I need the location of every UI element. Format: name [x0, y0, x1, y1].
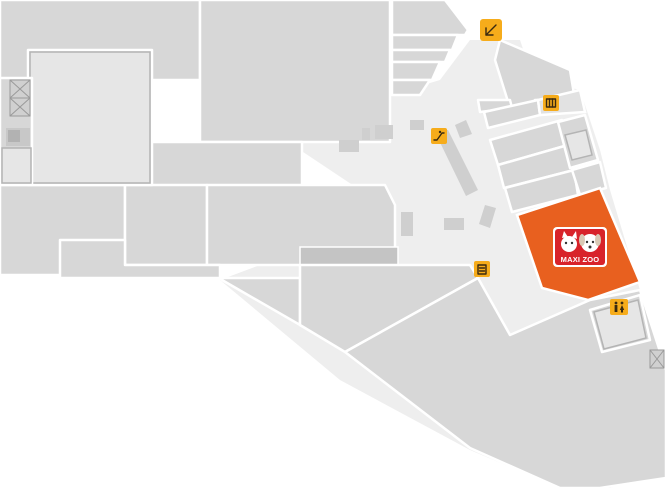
- maxi-zoo-logo: MAXI ZOO: [553, 227, 607, 267]
- kiosk[interactable]: [444, 218, 464, 230]
- kiosk[interactable]: [375, 125, 393, 139]
- kiosk[interactable]: [455, 120, 472, 138]
- escalator-icon[interactable]: [431, 128, 447, 144]
- info-icon[interactable]: [474, 261, 490, 277]
- atm-icon[interactable]: [543, 95, 559, 111]
- escalator-block[interactable]: [434, 130, 478, 196]
- kiosk[interactable]: [339, 140, 359, 152]
- west-stores: [0, 0, 397, 280]
- kiosks: [339, 120, 496, 236]
- kiosk[interactable]: [479, 205, 496, 228]
- store-unit[interactable]: [570, 160, 608, 197]
- store-unit[interactable]: [343, 276, 668, 488]
- exit-icon[interactable]: [480, 19, 502, 41]
- store-unit[interactable]: [205, 183, 397, 267]
- southeast-stores: [343, 276, 668, 488]
- kiosk[interactable]: [401, 212, 413, 236]
- restroom-icon[interactable]: [610, 299, 628, 315]
- store-unit[interactable]: [123, 183, 209, 267]
- store-unit[interactable]: [390, 48, 452, 64]
- store-unit[interactable]: [58, 238, 222, 280]
- store-unit[interactable]: [148, 140, 304, 189]
- store-unit[interactable]: [390, 0, 470, 37]
- kiosk[interactable]: [362, 128, 370, 140]
- store-unit[interactable]: [390, 60, 442, 82]
- anchor-store-inner[interactable]: [29, 51, 151, 184]
- elevator-icon: [649, 349, 665, 369]
- elevator-icon: [9, 79, 31, 117]
- store-unit[interactable]: [390, 78, 432, 97]
- stairs-icon: [6, 128, 30, 146]
- store-unit[interactable]: [564, 129, 593, 161]
- store-unit[interactable]: [299, 246, 399, 266]
- north-stores: [390, 0, 608, 214]
- store-unit[interactable]: [198, 0, 392, 144]
- kiosk[interactable]: [410, 120, 424, 130]
- store-unit[interactable]: [1, 147, 32, 184]
- store-maxi-zoo[interactable]: MAXI ZOO: [515, 186, 642, 302]
- store-unit[interactable]: [390, 33, 460, 52]
- maxi-zoo-label: MAXI ZOO: [561, 255, 600, 264]
